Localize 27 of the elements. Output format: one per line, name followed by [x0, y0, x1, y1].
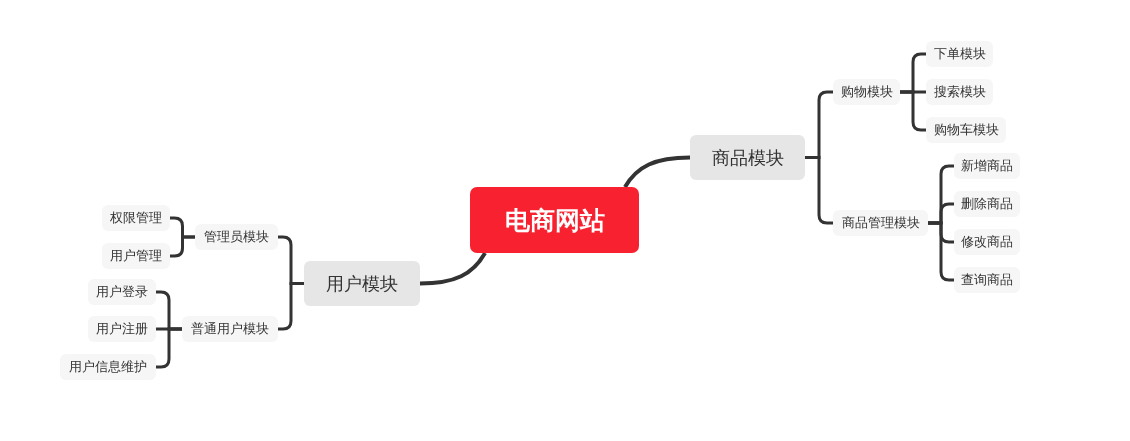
main-topic-box: 商品模块	[690, 135, 805, 180]
subtopic-box: 新增商品	[954, 153, 1020, 179]
subtopic-box: 商品管理模块	[833, 210, 928, 236]
subtopic-box: 搜索模块	[926, 79, 993, 105]
subtopic-box: 购物模块	[833, 79, 900, 105]
subtopic-box: 下单模块	[926, 41, 993, 67]
connector-line	[928, 221, 954, 282]
central-topic-box: 电商网站	[470, 187, 639, 253]
connector-line	[805, 156, 833, 225]
connector-line	[900, 90, 926, 132]
connector-line	[419, 251, 487, 286]
connector-line	[156, 327, 182, 369]
connector-line	[278, 282, 304, 331]
subtopic-box: 修改商品	[954, 229, 1020, 255]
subtopic-box: 用户登录	[88, 279, 156, 305]
subtopic-box: 权限管理	[102, 205, 170, 231]
connector-line	[623, 155, 691, 189]
subtopic-box: 查询商品	[954, 267, 1020, 293]
subtopic-box: 删除商品	[954, 191, 1020, 217]
subtopic-box: 用户管理	[102, 243, 170, 269]
subtopic-box: 普通用户模块	[182, 316, 278, 342]
subtopic-box: 管理员模块	[195, 224, 278, 250]
subtopic-box: 用户信息维护	[60, 354, 156, 380]
connector-line	[170, 235, 195, 258]
subtopic-box: 购物车模块	[926, 117, 1006, 143]
main-topic-box: 用户模块	[304, 261, 420, 306]
subtopic-box: 用户注册	[88, 316, 156, 342]
